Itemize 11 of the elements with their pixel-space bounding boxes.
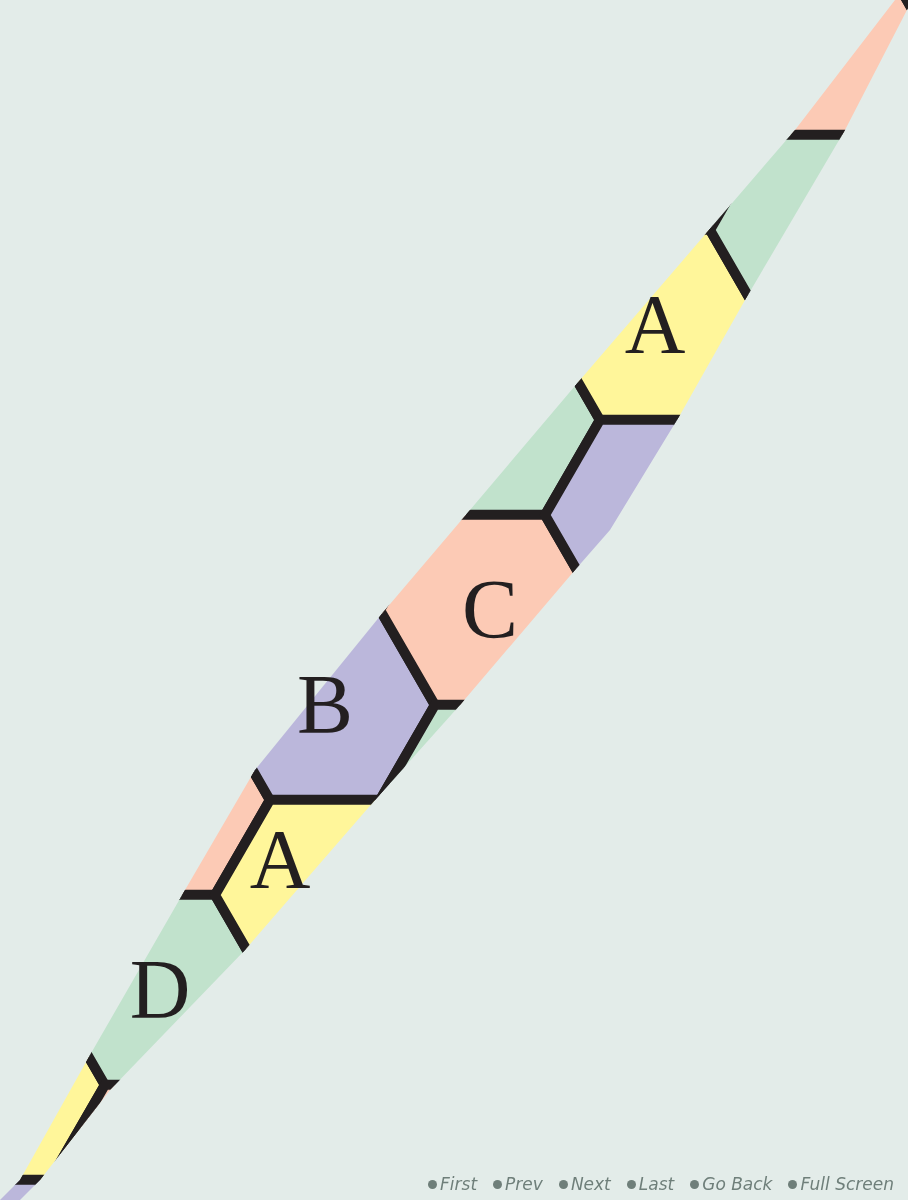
tile-letter: D bbox=[129, 948, 191, 1032]
navigation-link: Next bbox=[558, 1174, 611, 1194]
tile-letter: A bbox=[624, 283, 686, 367]
tile-letter: C bbox=[462, 568, 518, 652]
navigation-link: Go Back bbox=[690, 1174, 773, 1194]
tile-letter: A bbox=[249, 818, 311, 902]
navigation-link: First bbox=[428, 1174, 478, 1194]
navigation-link: Prev bbox=[493, 1174, 543, 1194]
navigation-link: Full Screen bbox=[788, 1174, 894, 1194]
navigation-link: Last bbox=[626, 1174, 675, 1194]
tile-letter: B bbox=[297, 663, 353, 747]
